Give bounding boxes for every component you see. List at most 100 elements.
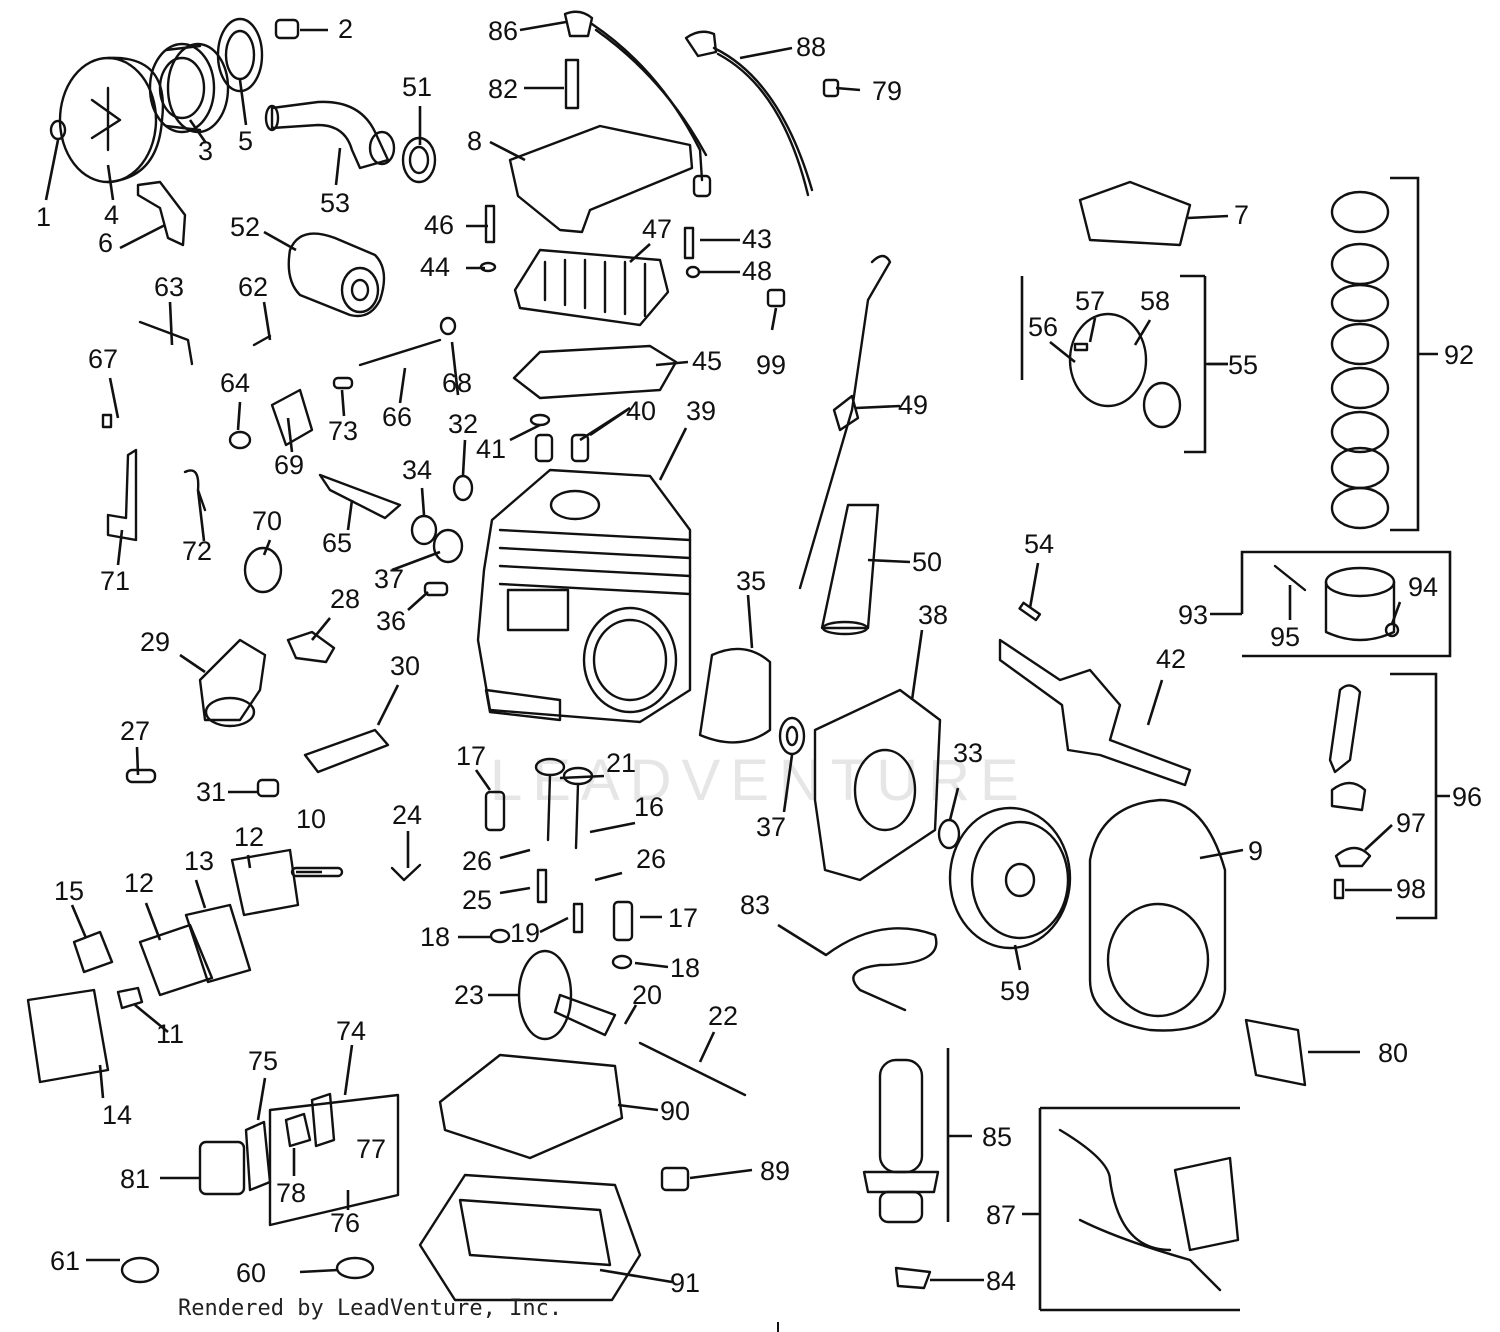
callout-1: 1 xyxy=(36,202,51,232)
bearing-plate xyxy=(813,688,942,882)
callout-42: 42 xyxy=(1156,644,1186,674)
callout-80: 80 xyxy=(1378,1038,1408,1068)
callout-60: 60 xyxy=(236,1258,266,1288)
callout-58: 58 xyxy=(1140,286,1170,316)
callout-31: 31 xyxy=(196,777,226,807)
ignition-coil xyxy=(862,1058,940,1224)
callout-24: 24 xyxy=(392,800,422,830)
head-gasket xyxy=(512,344,678,400)
oil-pan-gasket xyxy=(438,1053,624,1160)
callout-70: 70 xyxy=(252,506,282,536)
callout-99: 99 xyxy=(756,350,786,380)
callout-37a: 37 xyxy=(374,564,404,594)
callout-53: 53 xyxy=(320,188,350,218)
callout-61: 61 xyxy=(50,1246,80,1276)
sleeve-84 xyxy=(894,1266,932,1290)
valves xyxy=(534,757,594,850)
blower-housing xyxy=(1088,798,1227,1032)
callout-6: 6 xyxy=(98,228,113,258)
callout-38: 38 xyxy=(918,600,948,630)
cylinder-head xyxy=(513,248,670,327)
callout-71: 71 xyxy=(100,566,130,596)
callout-85: 85 xyxy=(982,1122,1012,1152)
flywheel xyxy=(948,806,1072,950)
callout-63: 63 xyxy=(154,272,184,302)
callout-73: 73 xyxy=(328,416,358,446)
throttle-bracket xyxy=(303,728,390,774)
callout-30: 30 xyxy=(390,651,420,681)
drain-plug xyxy=(660,1166,690,1192)
callout-18b: 18 xyxy=(670,953,700,983)
parts-artwork xyxy=(26,10,1400,1302)
render-credit: Rendered by LeadVenture, Inc. xyxy=(178,1296,563,1321)
callout-94: 94 xyxy=(1408,572,1438,602)
callout-32: 32 xyxy=(448,409,478,439)
oil-seal-right xyxy=(778,716,806,756)
callout-77: 77 xyxy=(356,1134,386,1164)
callout-83: 83 xyxy=(740,890,770,920)
callout-67: 67 xyxy=(88,344,118,374)
air-cleaner-base xyxy=(216,17,300,93)
oil-pan xyxy=(418,1173,642,1302)
callout-46: 46 xyxy=(424,210,454,240)
valve-springs xyxy=(484,790,634,942)
callout-19: 19 xyxy=(510,918,540,948)
callout-74: 74 xyxy=(336,1016,366,1046)
callout-97: 97 xyxy=(1396,808,1426,838)
ignition-module xyxy=(1058,1128,1240,1292)
callout-9: 9 xyxy=(1248,836,1263,866)
callout-92: 92 xyxy=(1444,340,1474,370)
callout-45: 45 xyxy=(692,346,722,376)
callout-21: 21 xyxy=(606,748,636,778)
ignition-lead xyxy=(563,10,814,198)
callout-55: 55 xyxy=(1228,350,1258,380)
callout-43: 43 xyxy=(742,224,772,254)
callout-68: 68 xyxy=(442,368,472,398)
callout-59: 59 xyxy=(1000,976,1030,1006)
callout-27: 27 xyxy=(120,716,150,746)
callout-47: 47 xyxy=(642,214,672,244)
callout-96: 96 xyxy=(1452,782,1482,812)
callout-18a: 18 xyxy=(420,922,450,952)
callout-57: 57 xyxy=(1075,286,1105,316)
callout-8: 8 xyxy=(467,126,482,156)
callout-51: 51 xyxy=(402,72,432,102)
callout-62: 62 xyxy=(238,272,268,302)
small-hardware xyxy=(101,78,1400,1284)
callout-17b: 17 xyxy=(668,903,698,933)
dipstick-tube xyxy=(820,503,880,636)
callout-54: 54 xyxy=(1024,529,1054,559)
callout-33: 33 xyxy=(953,738,983,768)
callout-64: 64 xyxy=(220,368,250,398)
callout-69: 69 xyxy=(274,450,304,480)
callout-37b: 37 xyxy=(756,812,786,842)
callout-91: 91 xyxy=(670,1268,700,1298)
callout-numbers: 2 1 3 4 5 6 7 8 9 10 11 12 12 13 14 15 1… xyxy=(36,14,1482,1298)
callout-84: 84 xyxy=(986,1266,1016,1296)
callout-4: 4 xyxy=(104,200,119,230)
callout-35: 35 xyxy=(736,566,766,596)
muffler xyxy=(287,232,386,318)
callout-3: 3 xyxy=(198,136,213,166)
air-cleaner-cover xyxy=(49,56,165,184)
callout-79: 79 xyxy=(872,76,902,106)
cylinder-shroud xyxy=(508,124,694,234)
callout-36: 36 xyxy=(376,606,406,636)
callout-40: 40 xyxy=(626,396,656,426)
callout-7: 7 xyxy=(1234,200,1249,230)
callout-65: 65 xyxy=(322,528,352,558)
callout-50: 50 xyxy=(912,547,942,577)
callout-26a: 26 xyxy=(462,846,492,876)
breather-plates xyxy=(26,848,300,1084)
callout-98: 98 xyxy=(1396,874,1426,904)
callout-12a: 12 xyxy=(124,868,154,898)
callout-89: 89 xyxy=(760,1156,790,1186)
callout-29: 29 xyxy=(140,627,170,657)
piston-rings xyxy=(1330,190,1390,530)
callout-12b: 12 xyxy=(234,822,264,852)
callout-28: 28 xyxy=(330,584,360,614)
callout-66: 66 xyxy=(382,402,412,432)
callout-13: 13 xyxy=(184,846,214,876)
callout-78: 78 xyxy=(276,1178,306,1208)
